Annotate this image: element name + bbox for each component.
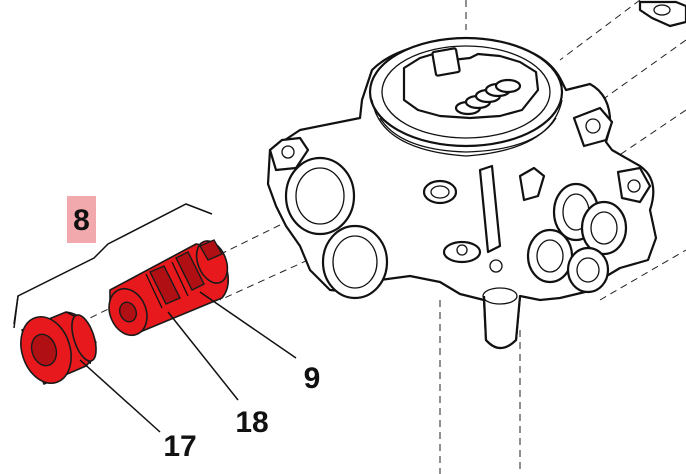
callout-17: 17 (163, 430, 196, 463)
callout-8: 8 (73, 204, 90, 237)
leader-9 (199, 291, 297, 359)
callout-9: 9 (304, 362, 321, 395)
pump-manifold-housing (266, 36, 658, 350)
group-label-8: 8 (67, 196, 96, 243)
leader-17 (79, 359, 161, 433)
leader-lines (79, 291, 297, 433)
group-bracket-8 (13, 203, 213, 329)
inner-spring (454, 78, 522, 116)
callout-18: 18 (235, 406, 268, 439)
part-17-bushing[interactable] (13, 310, 101, 390)
part-18-valve[interactable] (102, 236, 233, 341)
partial-fitting-top-right (638, 0, 686, 28)
leader-18 (167, 311, 239, 401)
